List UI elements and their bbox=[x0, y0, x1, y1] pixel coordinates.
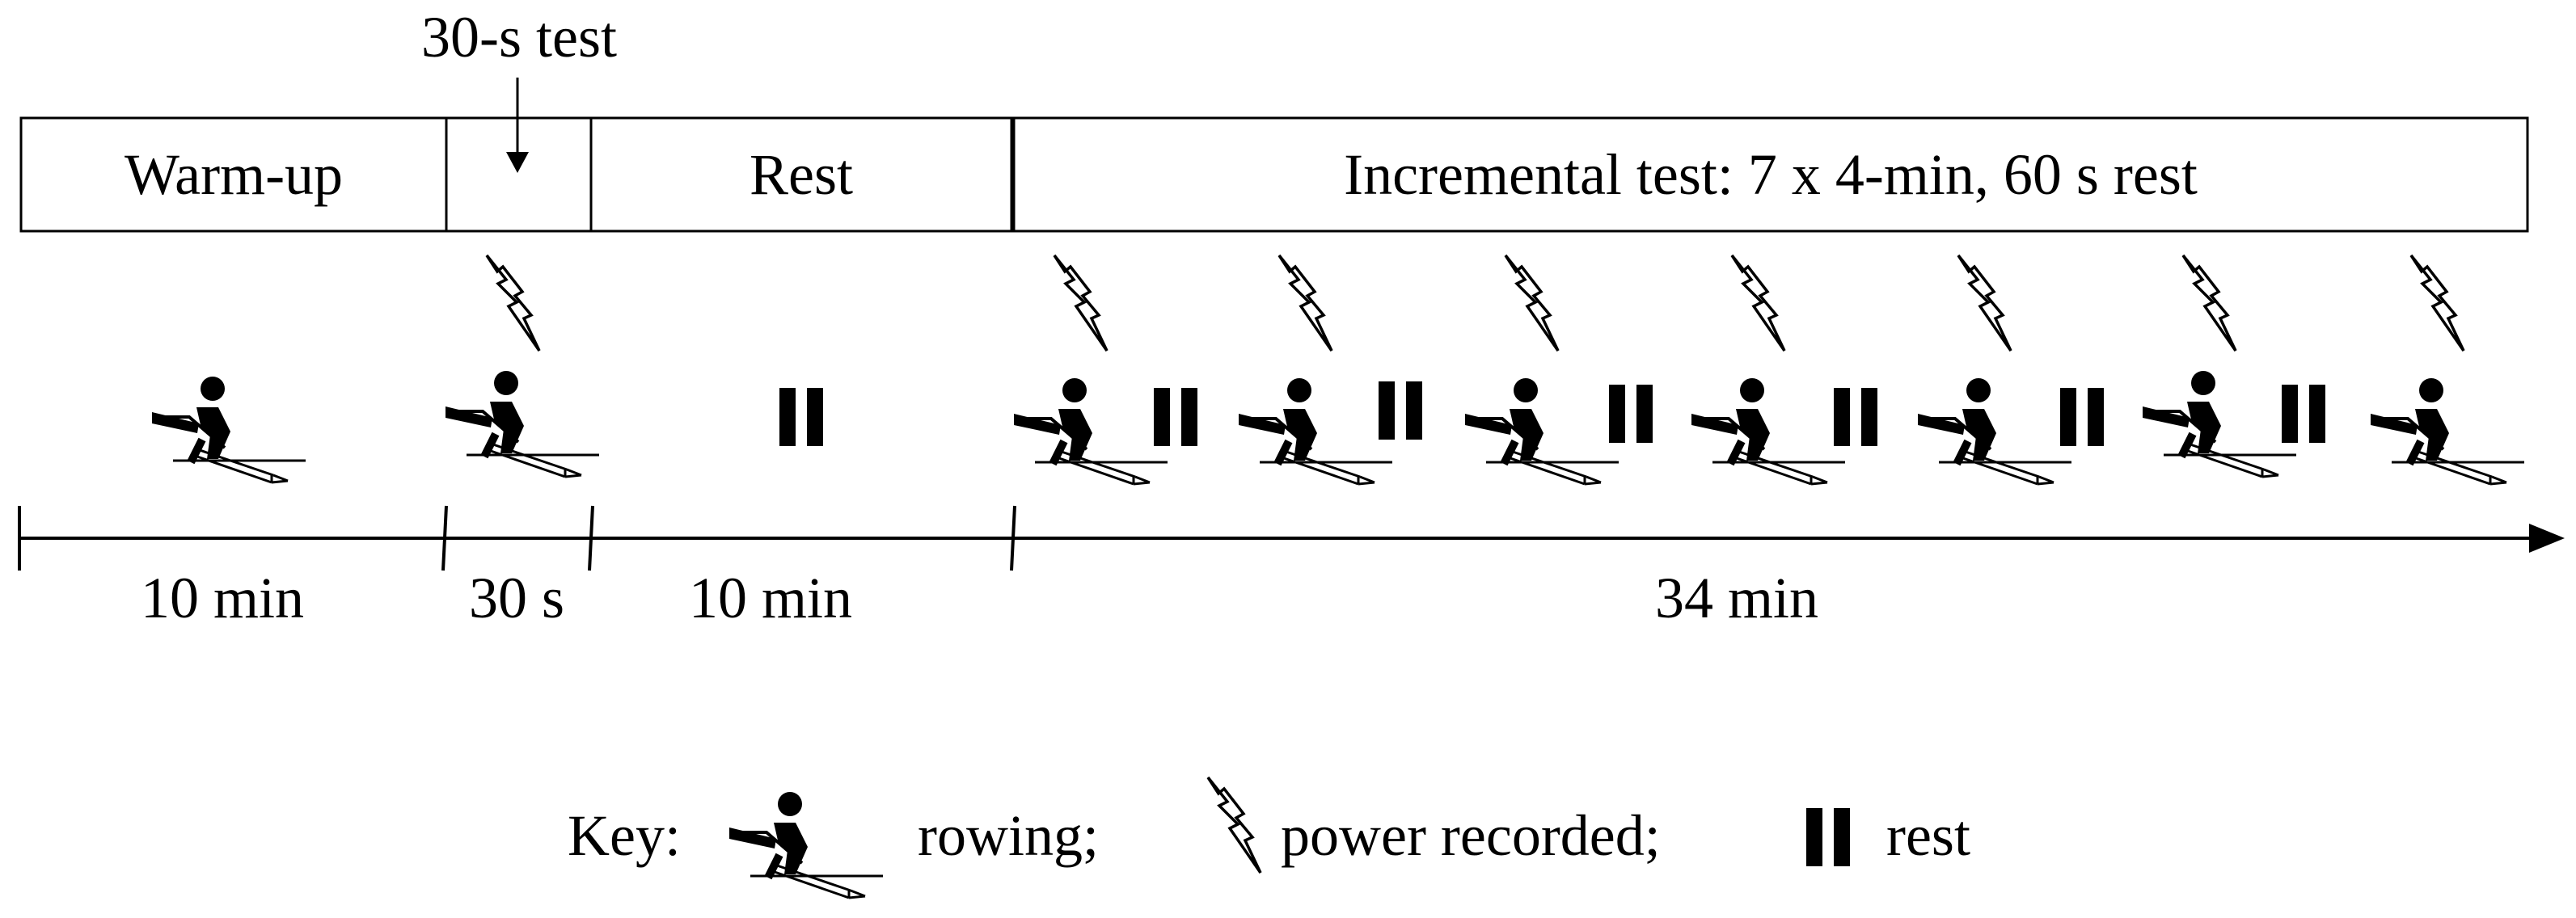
lightning-icon bbox=[1730, 254, 1786, 352]
lightning-icon bbox=[485, 254, 541, 352]
legend-rowing-label: rowing; bbox=[918, 803, 1099, 868]
timeline-axis bbox=[18, 505, 2565, 571]
lightning-icon bbox=[2181, 254, 2237, 352]
lightning-icon bbox=[1504, 254, 1560, 352]
rest-label: Rest bbox=[750, 142, 853, 207]
legend-rest-label: rest bbox=[1886, 803, 1970, 868]
pause-icon bbox=[1834, 388, 1877, 446]
rower-icon bbox=[1918, 378, 2071, 484]
lightning-icon bbox=[1053, 254, 1109, 352]
test-label: 30-s test bbox=[421, 5, 617, 69]
rower-icon bbox=[729, 792, 883, 898]
rest-duration: 10 min bbox=[689, 566, 852, 630]
warmup-label: Warm-up bbox=[125, 142, 343, 207]
lightning-icon bbox=[2409, 254, 2465, 352]
incremental-duration: 34 min bbox=[1655, 566, 1818, 630]
timeline-tick bbox=[441, 505, 448, 571]
pause-icon bbox=[1609, 385, 1653, 443]
lightning-icon bbox=[1206, 776, 1262, 874]
rower-icon bbox=[1239, 378, 1392, 484]
rower-icon bbox=[1465, 378, 1619, 484]
warmup-duration: 10 min bbox=[141, 566, 304, 630]
timeline-tick bbox=[1010, 505, 1016, 571]
pause-icon bbox=[1806, 808, 1850, 866]
rower-icon bbox=[2371, 378, 2524, 484]
incremental-label: Incremental test: 7 x 4-min, 60 s rest bbox=[1344, 142, 2198, 207]
timeline-tick bbox=[588, 505, 594, 571]
lightning-icon bbox=[1277, 254, 1333, 352]
incremental-box bbox=[1012, 116, 2529, 233]
rower-icon bbox=[1691, 378, 1845, 484]
pause-icon bbox=[2060, 388, 2104, 446]
legend: Key: rowing; power recorded; rest bbox=[568, 776, 1970, 898]
pause-icon bbox=[1154, 388, 1197, 446]
lightning-icon bbox=[1957, 254, 2012, 352]
test-arrow bbox=[506, 78, 529, 173]
pause-icon bbox=[1379, 381, 1422, 440]
legend-prefix: Key: bbox=[568, 803, 681, 868]
pause-icon bbox=[779, 388, 823, 446]
pause-icon bbox=[2282, 385, 2325, 443]
rower-icon bbox=[2143, 371, 2296, 477]
rest-box bbox=[589, 116, 1013, 233]
rower-icon bbox=[152, 377, 306, 482]
legend-power-label: power recorded; bbox=[1281, 803, 1661, 868]
test30-duration: 30 s bbox=[469, 566, 564, 630]
phase-boxes bbox=[19, 116, 2529, 233]
rower-icon bbox=[446, 371, 599, 477]
rower-icon bbox=[1014, 378, 1168, 484]
